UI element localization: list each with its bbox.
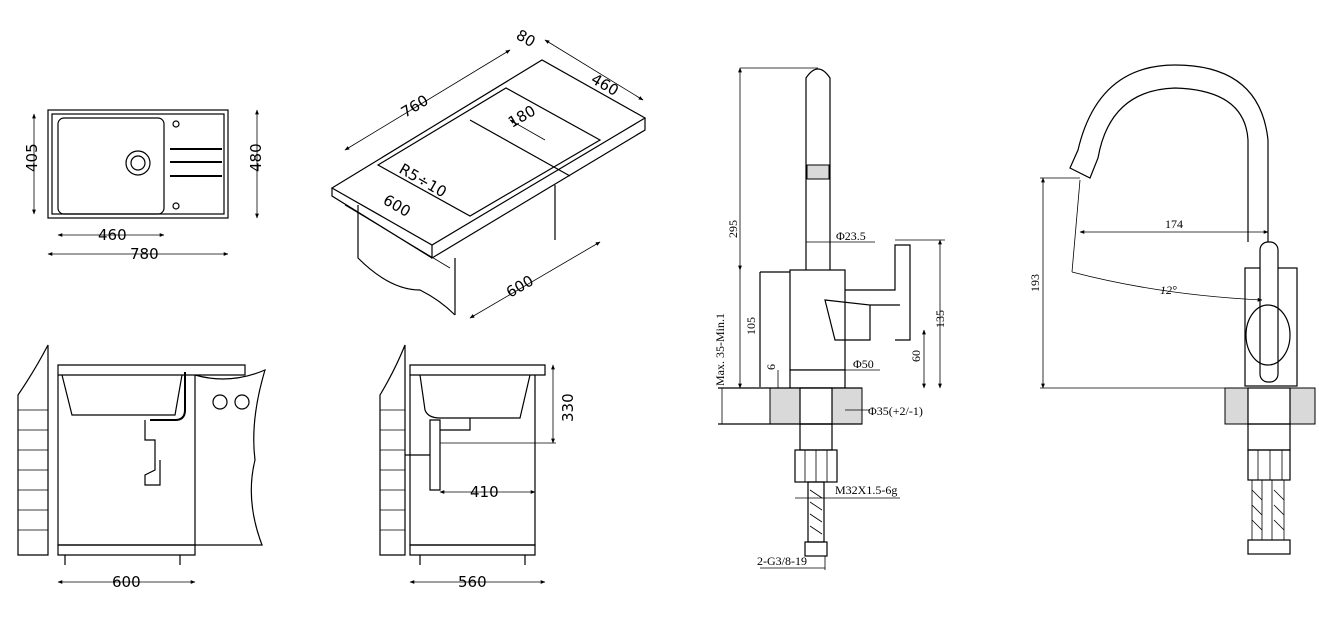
front-dim-600: 600 (112, 573, 141, 591)
top-dim-460: 460 (98, 226, 127, 244)
side-dim-410: 410 (470, 483, 499, 501)
faucet-side-dim-193: 193 (1028, 274, 1042, 292)
faucet-dim-135: 135 (933, 310, 947, 328)
iso-dim-760: 760 (398, 91, 432, 121)
faucet-side-dim-12: 12° (1160, 283, 1177, 297)
iso-dim-80: 80 (513, 26, 539, 51)
top-dim-780: 780 (130, 245, 159, 263)
faucet-dim-295: 295 (726, 220, 740, 238)
faucet-side-view: 193 174 12° (1028, 64, 1316, 555)
iso-dim-600-bottom: 600 (503, 272, 537, 302)
sink-top-view: 405 480 460 780 (23, 109, 265, 263)
faucet-dim-60: 60 (909, 350, 923, 362)
iso-dim-600-top: 600 (380, 191, 414, 221)
side-dim-560: 560 (458, 573, 487, 591)
top-dim-480: 480 (247, 143, 265, 172)
faucet-dim-max: Max. 35-Min.1 (713, 313, 727, 386)
sink-cutout-view: 760 80 460 180 R5÷10 600 600 (330, 26, 647, 319)
top-dim-405: 405 (23, 143, 41, 172)
side-dim-330: 330 (559, 393, 577, 422)
faucet-dim-hose: 2-G3/8-19 (757, 554, 807, 568)
sink-front-view: 600 (17, 344, 266, 591)
faucet-dim-thread: M32X1.5-6g (835, 483, 897, 497)
faucet-dim-phi35: Φ35(+2/-1) (868, 404, 923, 418)
faucet-dim-6: 6 (764, 364, 778, 370)
faucet-dim-phi50: Φ50 (853, 357, 874, 371)
iso-dim-radius: R5÷10 (396, 160, 450, 201)
faucet-dim-phi23: Φ23.5 (836, 229, 866, 243)
sink-side-view: 330 410 560 (379, 344, 577, 591)
faucet-side-dim-174: 174 (1165, 217, 1183, 231)
faucet-dim-105: 105 (744, 317, 758, 335)
faucet-front-view: 295 Φ23.5 105 Max. 35-Min.1 135 60 Φ50 6… (713, 67, 947, 570)
